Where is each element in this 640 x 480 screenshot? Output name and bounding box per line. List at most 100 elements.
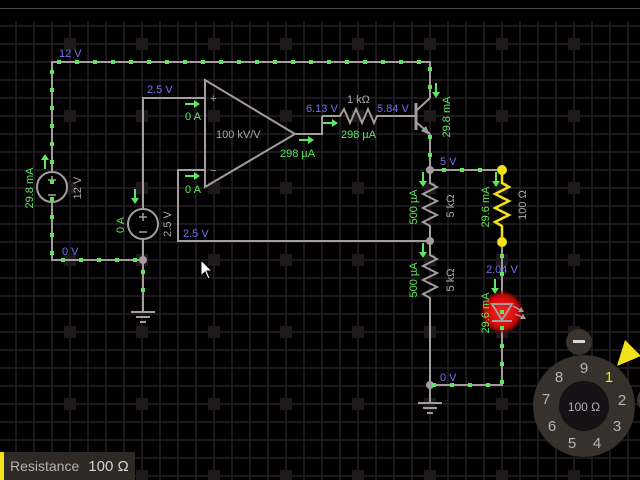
value-dial[interactable]: 100 Ω 1 2 3 4 5 6 7 8 9: [533, 329, 640, 457]
ground-right[interactable]: [418, 402, 442, 414]
resistor-base[interactable]: [322, 106, 416, 126]
opamp-gain-label: 100 kV/V: [216, 129, 261, 141]
dial-plus-button[interactable]: [637, 387, 640, 413]
current-dot: [417, 60, 421, 64]
dial-minus-button[interactable]: [566, 329, 592, 355]
wire-opamp-output[interactable]: [295, 116, 323, 135]
grid-post: [280, 470, 292, 480]
current-dot: [147, 60, 151, 64]
wire-supply-rail[interactable]: [51, 61, 431, 172]
junction-node[interactable]: [426, 237, 434, 245]
grid-post: [496, 38, 508, 50]
ground-icon: [131, 311, 155, 323]
dial-digit-9[interactable]: 9: [580, 360, 588, 377]
grid-post: [424, 110, 436, 122]
led-ray-arrow-icon: [518, 307, 524, 312]
dial-digit-8[interactable]: 8: [555, 369, 563, 386]
grid-post: [280, 254, 292, 266]
current-dot: [500, 362, 504, 366]
current-dot: [442, 168, 446, 172]
current-dot: [50, 142, 54, 146]
minus-icon: [573, 340, 585, 343]
wire-reference[interactable]: [142, 97, 205, 209]
grid-post: [136, 470, 148, 480]
voltage-label-ground-left: 0 V: [62, 246, 79, 258]
opamp[interactable]: + − 100 kV/V: [204, 78, 297, 189]
ground-left[interactable]: [131, 311, 155, 323]
resistor-divider-bottom-current: 500 µA: [408, 262, 420, 298]
current-dot: [50, 180, 54, 184]
current-arrow-right-icon: [185, 100, 200, 108]
grid-post: [568, 182, 580, 194]
current-arrow-down-icon: [432, 83, 440, 98]
current-dot: [237, 60, 241, 64]
transistor[interactable]: [414, 97, 431, 135]
dial-digit-3[interactable]: 3: [613, 418, 621, 435]
resistor-zigzag-icon: [322, 106, 416, 126]
grid-post: [496, 110, 508, 122]
current-dot: [165, 60, 169, 64]
voltage-label-opamp-plus: 2.5 V: [147, 84, 173, 96]
grid-post: [64, 38, 76, 50]
resistor-divider-top[interactable]: [420, 170, 440, 241]
current-dot: [428, 67, 432, 71]
current-dot: [486, 383, 490, 387]
current-dot: [115, 258, 119, 262]
resistor-divider-bottom[interactable]: [420, 241, 440, 385]
grid-post: [208, 470, 220, 480]
voltage-label-opamp-minus: 2.5 V: [183, 228, 209, 240]
opamp-plus-current: 0 A: [185, 111, 202, 123]
grid-post: [568, 254, 580, 266]
junction-node[interactable]: [426, 166, 434, 174]
current-dot: [500, 310, 504, 314]
current-dot: [129, 60, 133, 64]
dial-pointer-icon[interactable]: [617, 340, 640, 366]
grid-post: [136, 326, 148, 338]
grid-post: [64, 110, 76, 122]
grid-post: [352, 254, 364, 266]
voltage-label-ground-right: 0 V: [440, 372, 457, 384]
battery-reference[interactable]: [127, 208, 159, 240]
battery-polarity-icon: [139, 213, 147, 233]
dial-digit-1[interactable]: 1: [605, 369, 613, 386]
dial-digit-6[interactable]: 6: [548, 418, 556, 435]
ground-icon: [418, 402, 442, 414]
dial-value: 100 Ω: [568, 400, 600, 414]
voltage-label-led-anode: 2.04 V: [486, 264, 518, 276]
opamp-output-current: 298 µA: [280, 148, 316, 160]
current-dot: [255, 60, 259, 64]
current-arrow-right-icon: [185, 172, 200, 180]
mouse-cursor: [200, 258, 214, 280]
wire-feedback[interactable]: [177, 169, 430, 242]
current-dot: [93, 60, 97, 64]
current-dot: [97, 258, 101, 262]
dial-digit-5[interactable]: 5: [568, 435, 576, 452]
selection-handle[interactable]: [497, 237, 507, 247]
dial-digit-4[interactable]: 4: [593, 435, 601, 452]
status-value: 100 Ω: [88, 457, 129, 475]
dial-digit-2[interactable]: 2: [618, 392, 626, 409]
battery-main[interactable]: [36, 171, 68, 203]
grid-post: [424, 38, 436, 50]
led-diode-icon: [490, 303, 514, 322]
current-dot: [460, 168, 464, 172]
current-dot: [273, 60, 277, 64]
current-dot: [500, 344, 504, 348]
current-dot: [201, 60, 205, 64]
resistor-base-value: 1 kΩ: [347, 94, 370, 106]
grid-post: [568, 110, 580, 122]
resistor-load[interactable]: [492, 165, 512, 247]
dial-digit-7[interactable]: 7: [542, 391, 550, 408]
grid-post: [568, 38, 580, 50]
wire-ground-left[interactable]: [51, 202, 143, 261]
grid-post: [280, 110, 292, 122]
current-dot: [50, 88, 54, 92]
current-dot: [500, 380, 504, 384]
grid-post: [280, 398, 292, 410]
current-dot: [291, 60, 295, 64]
selection-handle[interactable]: [497, 165, 507, 175]
current-dot: [500, 272, 504, 276]
junction-node[interactable]: [139, 256, 147, 264]
grid-post: [64, 398, 76, 410]
